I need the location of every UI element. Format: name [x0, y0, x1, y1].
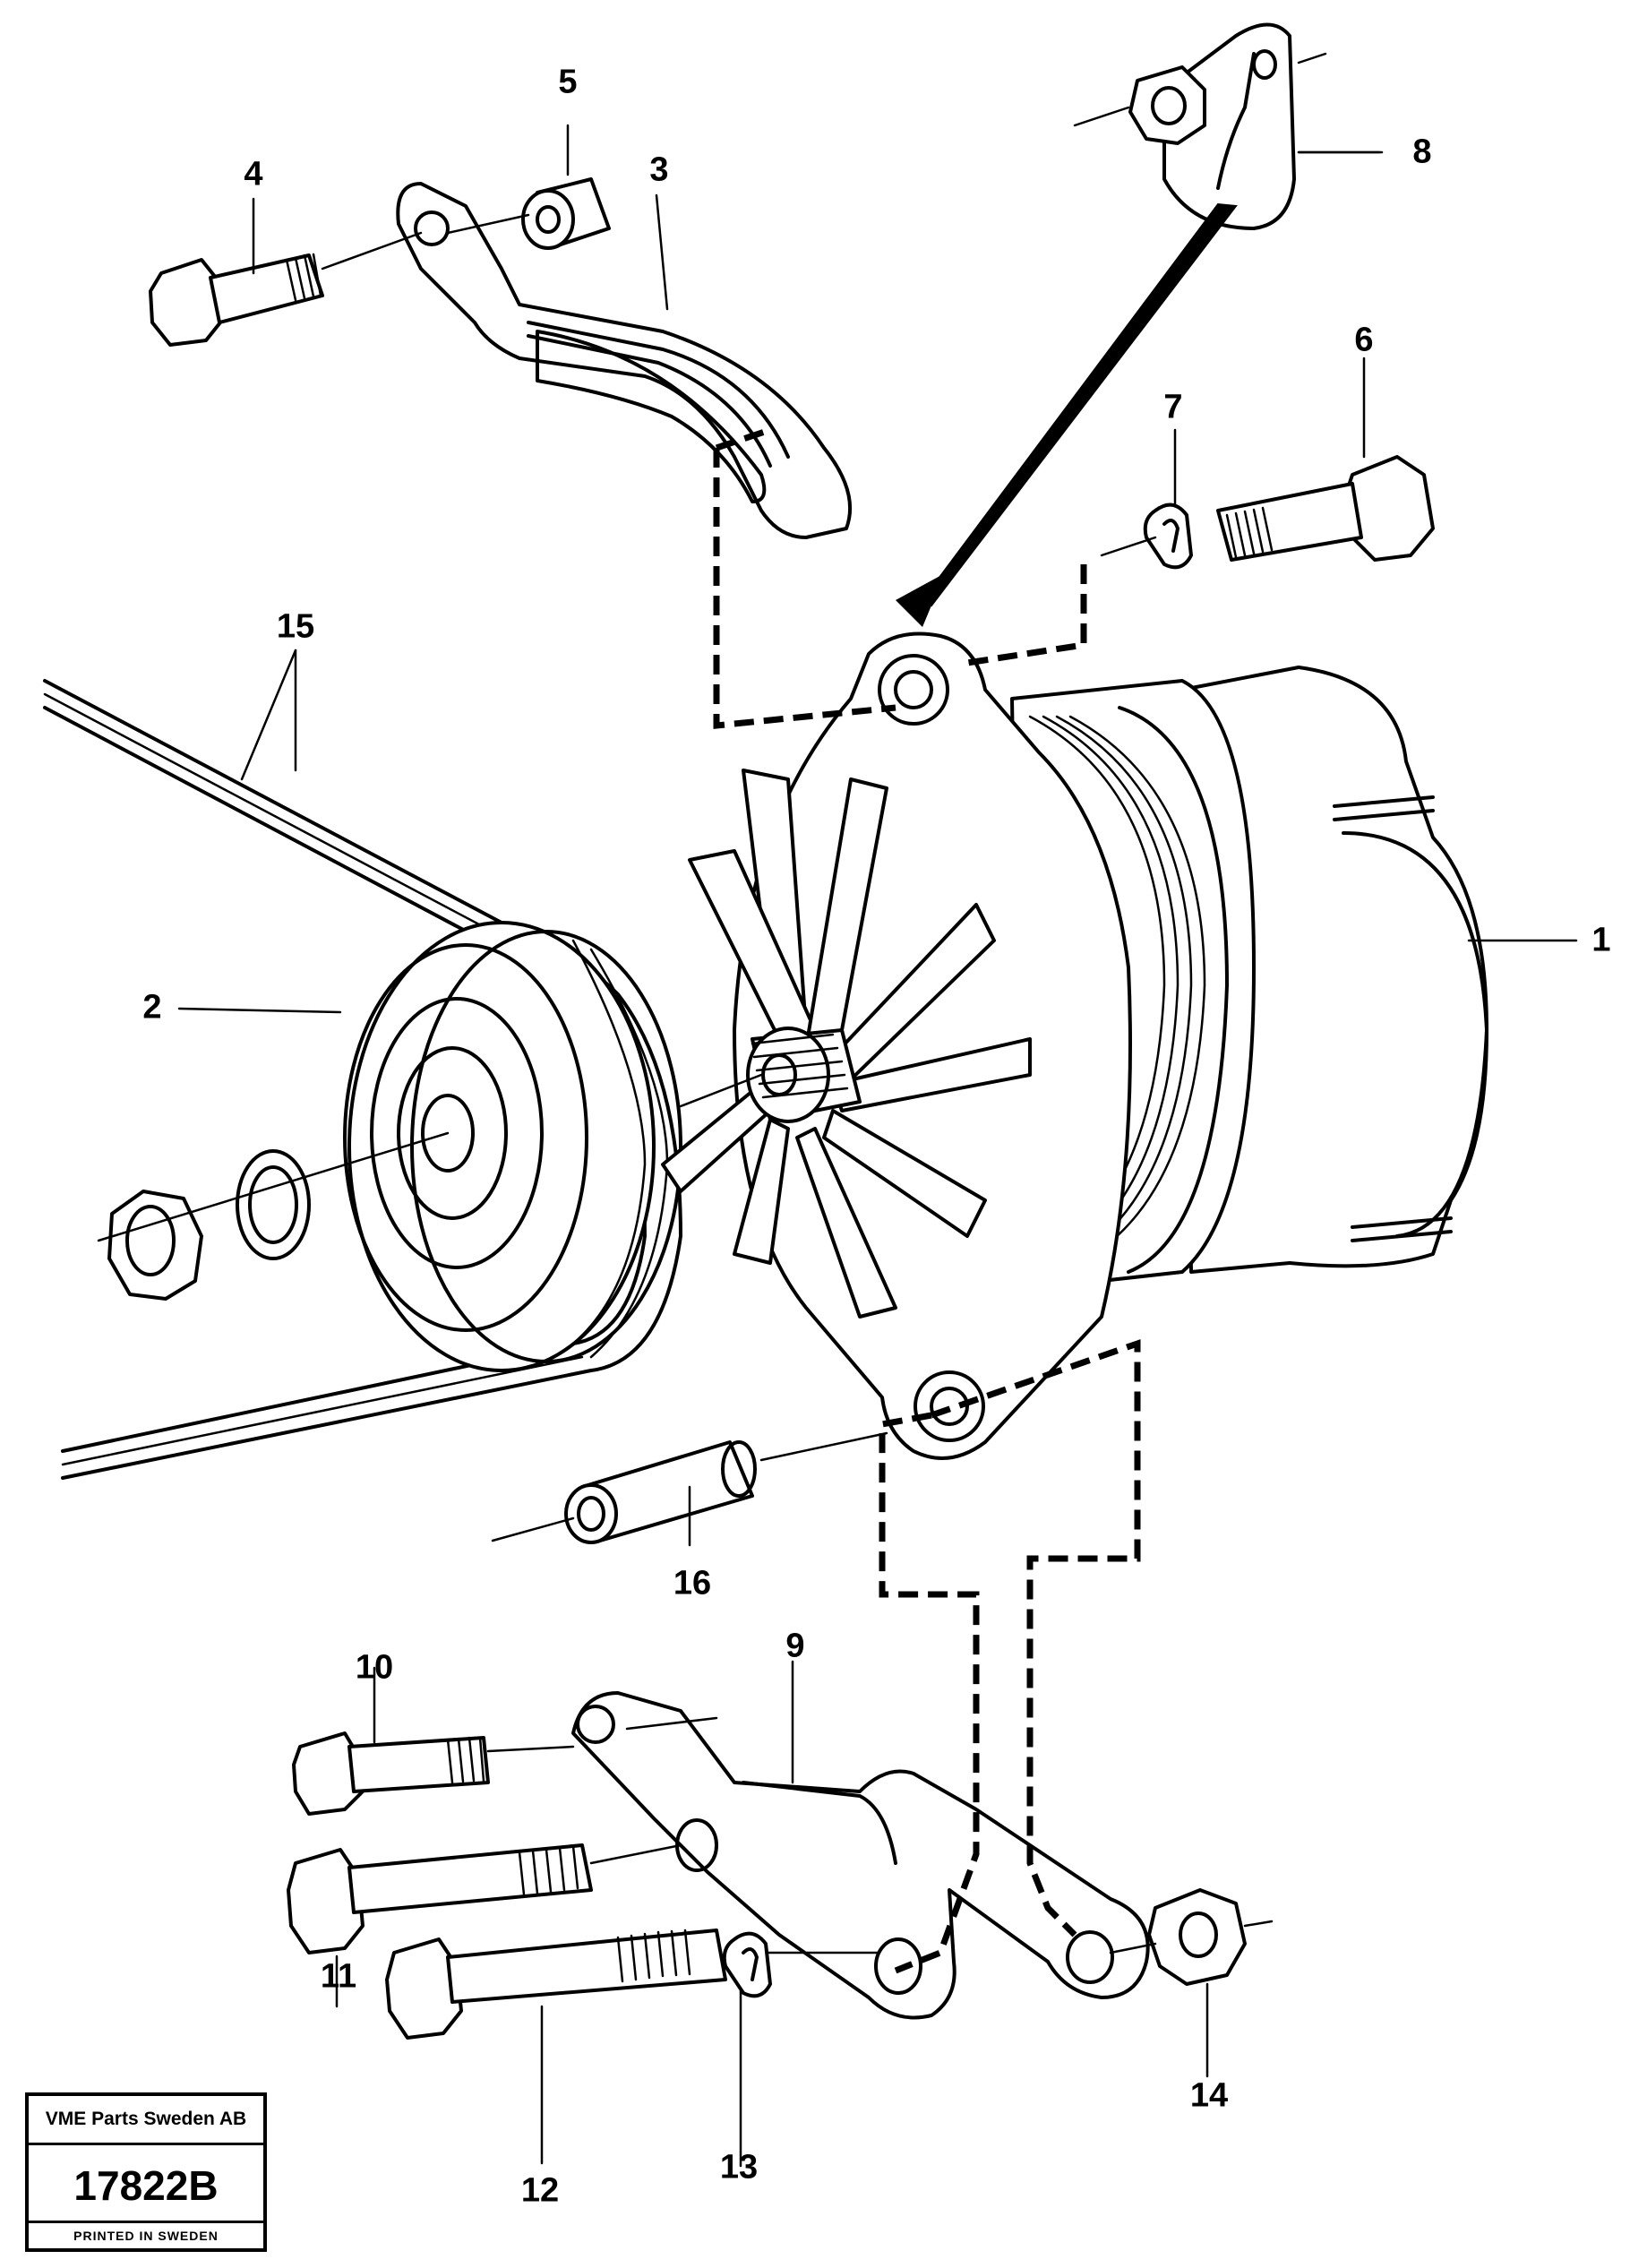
leader-lines	[177, 124, 1384, 2168]
callout-14: 14	[1189, 2076, 1229, 2115]
callout-1: 1	[1591, 921, 1611, 959]
callout-9: 9	[785, 1627, 805, 1665]
mounting-bracket-9	[571, 1691, 1150, 2020]
stamp-printed-note: PRINTED IN SWEDEN	[29, 2221, 263, 2248]
spacer-sleeve-16	[491, 1431, 888, 1544]
adjusting-bracket	[396, 182, 853, 539]
callout-12: 12	[520, 2171, 560, 2210]
callout-8: 8	[1412, 133, 1432, 171]
pulley	[343, 921, 682, 1372]
callout-11: 11	[320, 1957, 357, 1996]
assembly-dashed-lines	[713, 426, 1141, 1974]
bolt-11	[287, 1843, 682, 1954]
callout-6: 6	[1354, 321, 1374, 359]
pulley-nut-washer	[97, 1131, 450, 1301]
bolt-10	[292, 1731, 575, 1816]
callout-13: 13	[719, 2148, 759, 2186]
assembly-arrow	[896, 202, 1238, 627]
clip-13	[722, 1931, 772, 1998]
bolt-4	[149, 231, 423, 347]
callout-2: 2	[142, 988, 162, 1027]
callout-4: 4	[244, 155, 263, 193]
spacer-5	[446, 177, 611, 250]
callout-15: 15	[276, 607, 315, 646]
callout-3: 3	[649, 150, 669, 189]
nut-14	[1109, 1888, 1274, 1986]
callout-5: 5	[558, 63, 578, 101]
callout-16: 16	[673, 1564, 712, 1602]
bolt-6	[1216, 455, 1435, 562]
callout-7: 7	[1163, 388, 1183, 426]
title-stamp: VME Parts Sweden AB 17822B PRINTED IN SW…	[25, 2092, 267, 2252]
alternator-fan	[661, 769, 1032, 1319]
clip-7	[1100, 503, 1193, 570]
stamp-company: VME Parts Sweden AB	[29, 2096, 263, 2145]
stamp-drawing-number: 17822B	[73, 2162, 219, 2209]
callout-10: 10	[355, 1648, 394, 1687]
bracket-8	[1073, 22, 1381, 230]
alternator	[661, 631, 1578, 1460]
